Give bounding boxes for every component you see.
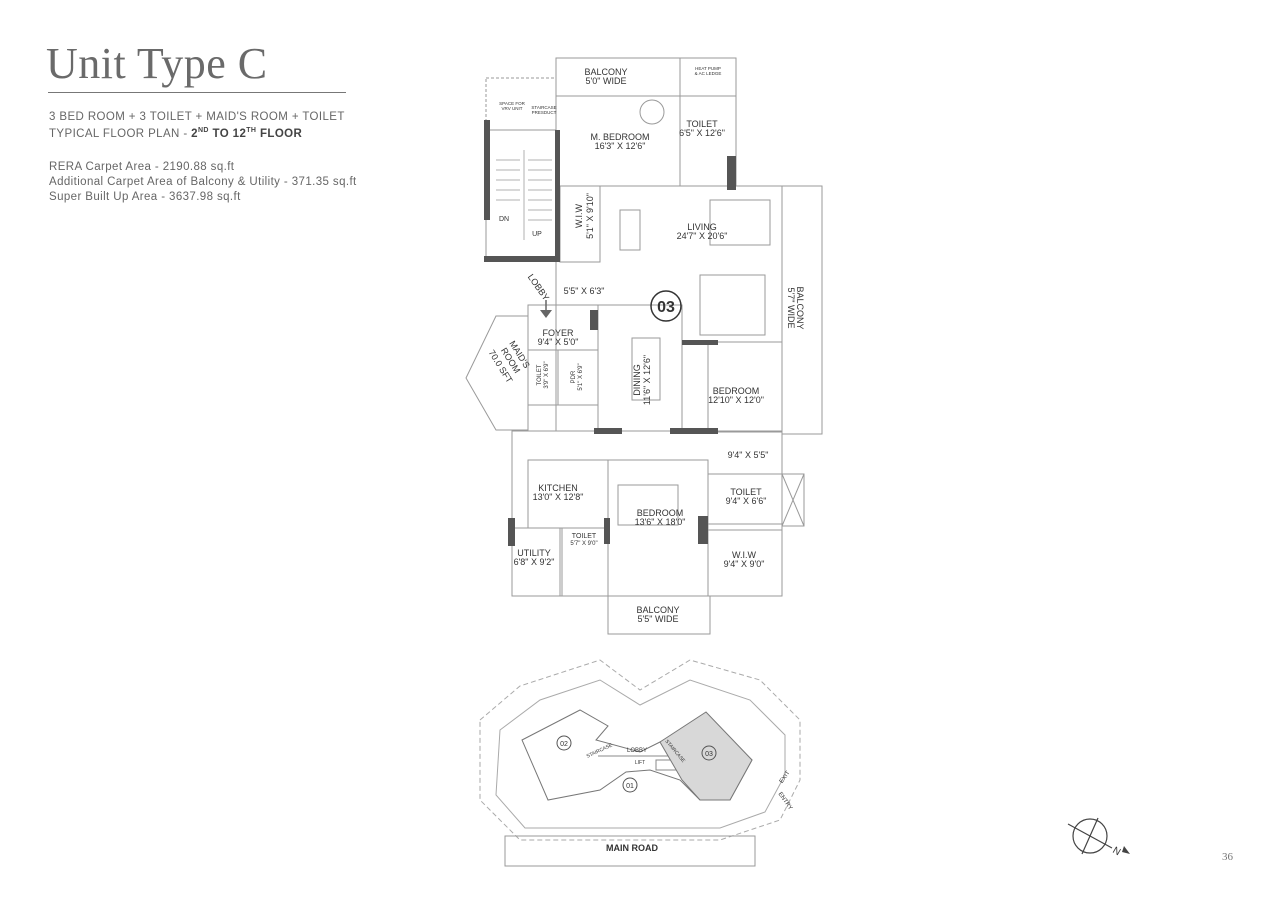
- toilet-master-size: 6'5" X 12'6": [679, 128, 725, 138]
- wiw-right-size: 9'4" X 9'0": [724, 559, 765, 569]
- toilet-right-label: TOILET: [730, 487, 762, 497]
- page-title: Unit Type C: [46, 39, 268, 88]
- utility-label: UTILITY: [517, 548, 551, 558]
- rera-carpet-area: RERA Carpet Area - 2190.88 sq.ft: [49, 161, 235, 173]
- dining-label: DINING: [632, 364, 642, 396]
- staircase-presduct-label: STAIRCASE: [531, 105, 556, 110]
- key-entry: ENTRY: [777, 791, 794, 811]
- stair-down-label: DN: [499, 216, 509, 223]
- kitchen-size: 13'0" X 12'8": [533, 492, 584, 502]
- vrv-unit-label: VRV UNIT: [502, 106, 523, 111]
- page-number: 36: [1222, 851, 1233, 863]
- foyer-label: FOYER: [542, 328, 574, 338]
- stair-up-label: UP: [532, 231, 542, 238]
- floor-to: TO 12: [208, 127, 247, 140]
- floor-plan: BALCONY 5'0" WIDE HEAT PUMP & AC LEDGE S…: [465, 57, 823, 635]
- master-bedroom-label: M. BEDROOM: [590, 132, 649, 142]
- balcony-bottom-label: BALCONY: [636, 605, 679, 615]
- balcony-right-size: 5'7" WIDE: [786, 288, 796, 329]
- lobby-label: LOBBY: [526, 272, 551, 302]
- floor-to-suffix: TH: [246, 127, 257, 134]
- unit-number-badge: 03: [650, 290, 682, 322]
- key-plan: 02 01 03 STAIRCASE STAIRCASE LOBBY LIFT …: [479, 659, 801, 867]
- presduct-label: PRESDUCT: [532, 110, 557, 115]
- ac-ledge-label: & AC LEDGE: [695, 71, 722, 76]
- bedroom-bottom-size: 13'6" X 18'0": [635, 517, 686, 527]
- toilet-maid-label: TOILET: [537, 364, 543, 385]
- utility-size: 6'8" X 9'2": [514, 557, 555, 567]
- bedroom-bottom-label: BEDROOM: [637, 508, 684, 518]
- pdr-label: PDR: [571, 370, 577, 383]
- bedroom-right-size: 12'10" X 12'0": [708, 395, 764, 405]
- balcony-top-label: BALCONY: [584, 67, 627, 77]
- balcony-right-label: BALCONY: [795, 286, 805, 329]
- floor-word: FLOOR: [256, 127, 303, 140]
- floor-from-suffix: ND: [197, 127, 209, 134]
- kitchen-label: KITCHEN: [538, 483, 578, 493]
- toilet-small-label: TOILET: [572, 533, 597, 540]
- foyer-size: 9'4" X 5'0": [538, 337, 579, 347]
- balcony-top-outline: [555, 57, 737, 97]
- key-exit: EXIT: [779, 770, 792, 785]
- north-label: N: [1111, 845, 1123, 858]
- unit-number: 03: [657, 299, 675, 316]
- main-road-label: MAIN ROAD: [606, 843, 658, 853]
- floor-range-text: TYPICAL FLOOR PLAN - 2ND TO 12TH FLOOR: [49, 127, 302, 140]
- balcony-bottom-size: 5'5" WIDE: [638, 614, 679, 624]
- toilet-small-size: 5'7" X 9'0": [570, 541, 597, 547]
- key-unit-03: 03: [705, 751, 713, 758]
- floor-from: 2: [191, 127, 198, 140]
- super-built-up-area: Super Built Up Area - 3637.98 sq.ft: [49, 191, 241, 203]
- key-lobby: LOBBY: [627, 748, 647, 754]
- key-lift: LIFT: [635, 760, 645, 766]
- toilet-right-size: 9'4" X 6'6": [726, 496, 767, 506]
- space-vrv-label: SPACE FOR: [499, 101, 525, 106]
- toilet-master-label: TOILET: [686, 119, 718, 129]
- toilet-maid-size: 3'9" X 6'9": [544, 361, 550, 388]
- key-unit-02: 02: [560, 741, 568, 748]
- living-size: 24'7" X 20'6": [677, 231, 728, 241]
- additional-carpet-area: Additional Carpet Area of Balcony & Util…: [49, 176, 357, 188]
- key-unit-01: 01: [626, 783, 634, 790]
- key-staircase-left: STAIRCASE: [586, 742, 614, 760]
- dining-size: 11'6" X 12'6": [642, 355, 652, 405]
- living-label: LIVING: [687, 222, 717, 232]
- passage-right-size: 9'4" X 5'5": [728, 450, 769, 460]
- wiw-right-label: W.I.W: [732, 550, 756, 560]
- pdr-size: 5'1" X 6'9": [578, 363, 584, 390]
- entry-arrow-icon: [540, 300, 552, 318]
- wiw-master-label: W.I.W: [574, 204, 584, 228]
- bedroom-right-label: BEDROOM: [713, 386, 760, 396]
- balcony-top-size: 5'0" WIDE: [586, 76, 627, 86]
- master-bedroom-size: 16'3" X 12'6": [595, 141, 646, 151]
- heat-pump-label: HEAT PUMP: [695, 66, 721, 71]
- wiw-master-size: 5'1" X 9'10": [585, 193, 595, 239]
- north-compass-icon: N: [1067, 817, 1130, 858]
- unit-03-hatch: [659, 711, 753, 801]
- title-underline: [48, 92, 346, 93]
- configuration-text: 3 BED ROOM + 3 TOILET + MAID'S ROOM + TO…: [49, 111, 345, 123]
- floor-range-prefix: TYPICAL FLOOR PLAN -: [49, 127, 192, 140]
- passage-top-size: 5'5" X 6'3": [564, 286, 605, 296]
